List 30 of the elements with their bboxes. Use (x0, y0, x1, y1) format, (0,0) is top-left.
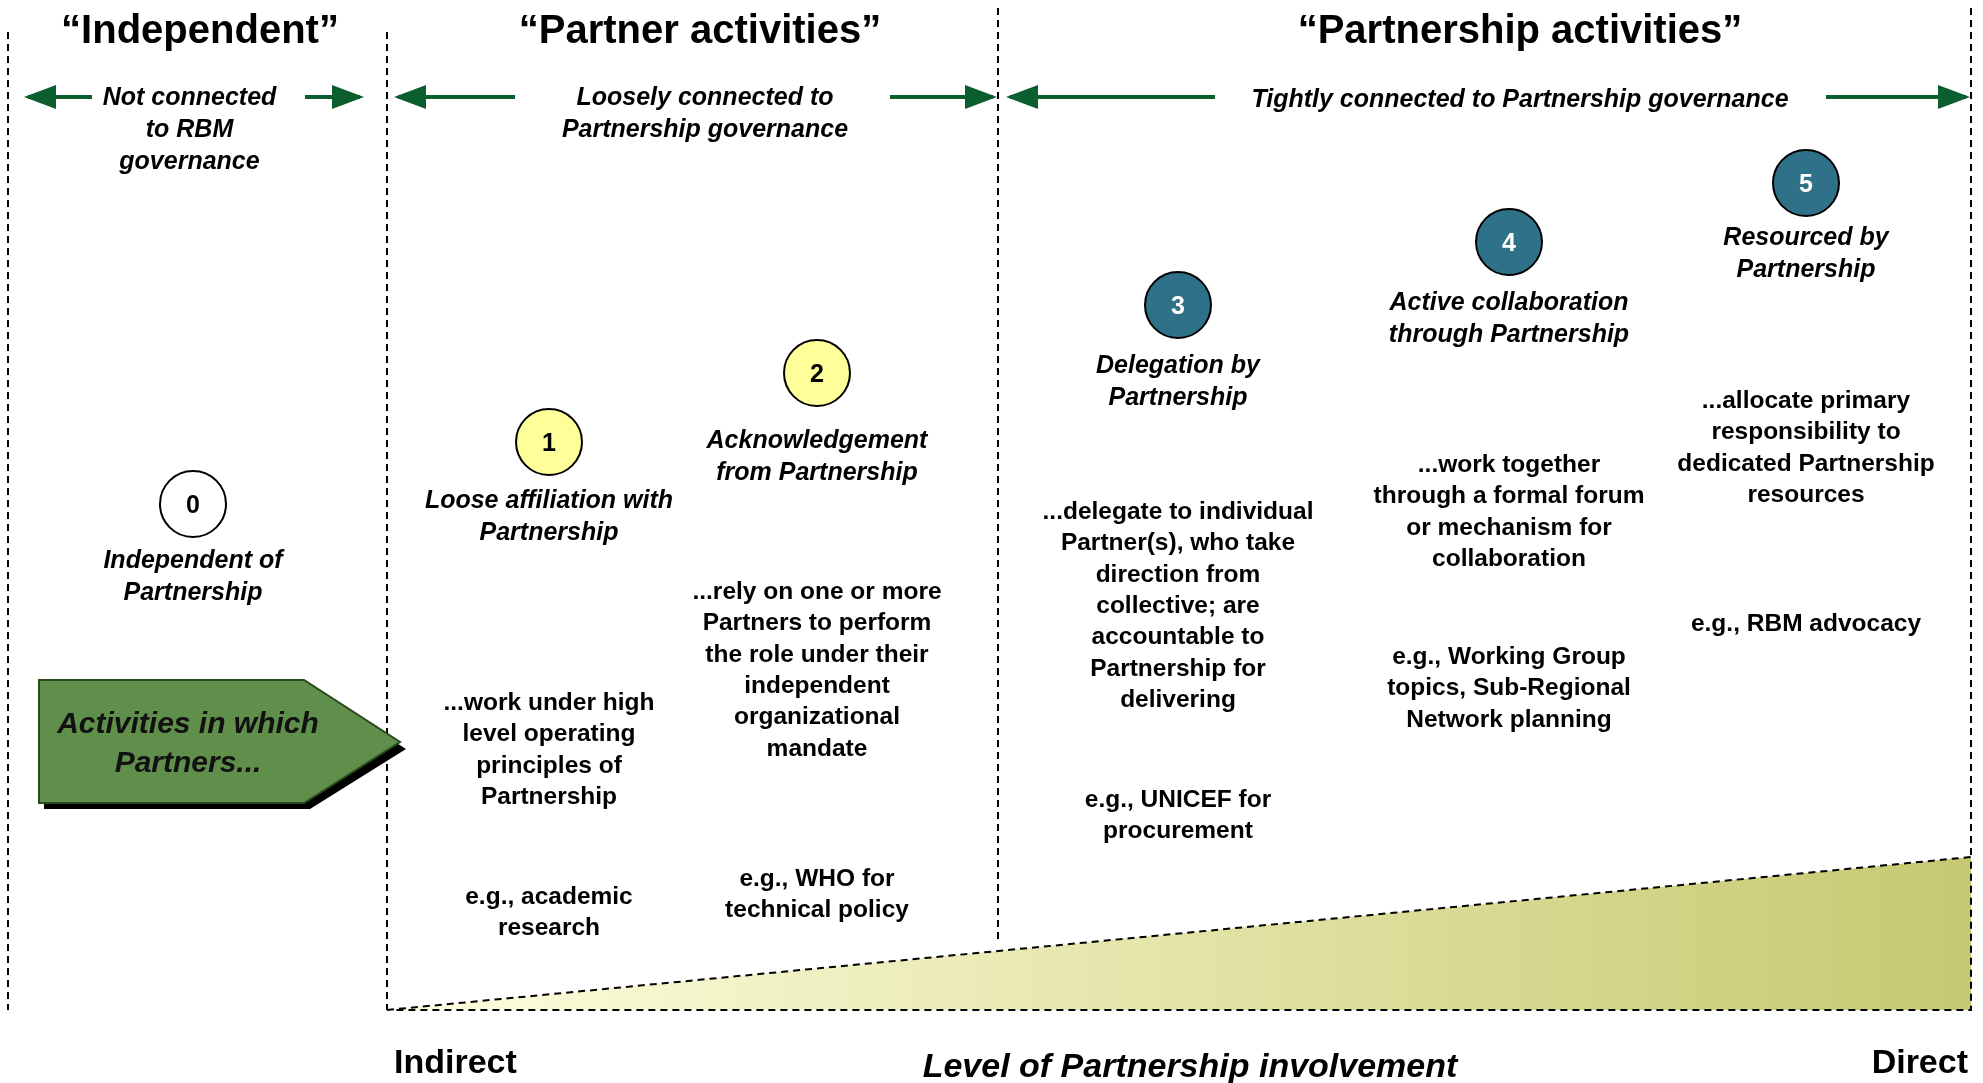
step-title: Resourced by Partnership (1722, 221, 1891, 284)
column-heading: “Partner activities” (517, 6, 883, 53)
example-text: e.g., UNICEF for procurement (1083, 784, 1273, 846)
step-title: Loose affiliation with Partnership (423, 484, 675, 547)
step-circle: 5 (1772, 149, 1840, 217)
step-title: Acknowledgement from Partnership (705, 424, 929, 487)
example-text: e.g., RBM advocacy (1689, 608, 1923, 638)
step-description: ...delegate to individual Partner(s), who take direction from collective; are accountable to Partnership for delivering (1041, 496, 1315, 715)
governance-caption: Loosely connected to Partnership governance (560, 81, 850, 144)
step-title: Active collaboration through Partnership (1387, 286, 1631, 349)
axis-label: Direct (1870, 1041, 1968, 1082)
example-text: e.g., academic research (464, 881, 634, 943)
step-description: ...work under high level operating principles of Partnership (442, 687, 656, 812)
step-description: ...rely on one or more Partners to perform the role under their independent organizational mandate (692, 576, 942, 763)
step-circle: 2 (783, 339, 851, 407)
step-title: Independent of Partnership (102, 544, 286, 607)
axis-label: Indirect (394, 1041, 518, 1082)
step-circle: 0 (159, 470, 227, 538)
step-description: ...work together through a formal forum or mechanism for collaboration (1372, 449, 1646, 574)
column-heading: “Independent” (60, 6, 340, 53)
step-title: Delegation by Partnership (1095, 349, 1262, 412)
step-description: ...allocate primary responsibility to dedicated Partnership resources (1676, 385, 1936, 510)
governance-caption: Tightly connected to Partnership governance (1250, 83, 1790, 114)
example-text: e.g., Working Group topics, Sub-Regional Network planning (1386, 641, 1632, 734)
column-heading: “Partnership activities” (1296, 6, 1744, 53)
step-circle: 4 (1475, 208, 1543, 276)
governance-caption: Not connected to RBM governance (101, 81, 278, 176)
step-circle: 3 (1144, 271, 1212, 339)
step-circle: 1 (515, 408, 583, 476)
example-text: e.g., WHO for technical policy (724, 863, 910, 925)
